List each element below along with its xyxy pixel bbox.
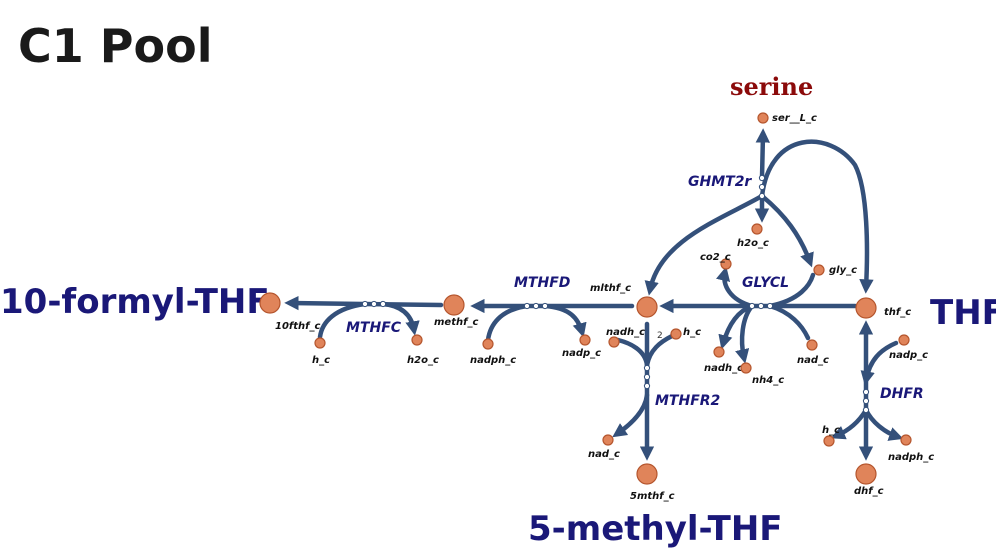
svg-text:nadph_c: nadph_c	[470, 355, 516, 366]
metabolite-thf-c[interactable]: thf_c	[855, 297, 911, 319]
reaction-label-mthfd: MTHFD	[514, 275, 570, 291]
svg-text:nad_c: nad_c	[797, 355, 829, 366]
svg-text:nh4_c: nh4_c	[752, 375, 784, 386]
metabolite-nadph-c-mthfd[interactable]: nadph_c	[470, 338, 516, 366]
svg-text:dhf_c: dhf_c	[854, 486, 884, 497]
svg-text:h_c: h_c	[312, 355, 330, 366]
svg-text:co2_c: co2_c	[700, 252, 731, 263]
stoich-h-c-mthfr2: 2	[657, 331, 663, 341]
svg-text:nadph_c: nadph_c	[888, 452, 934, 463]
metabolite-dhf-c[interactable]: dhf_c	[854, 463, 884, 497]
metabolite-5mthf-c[interactable]: 5mthf_c	[630, 463, 675, 502]
metabolite-nadh-c-glycl[interactable]: nadh_c	[704, 346, 743, 374]
metabolite-ser-l-c[interactable]: ser__L_c	[757, 112, 817, 124]
metabolite-nadp-c-mthfd[interactable]: nadp_c	[562, 334, 601, 359]
reaction-label-mthfc: MTHFC	[346, 320, 402, 336]
svg-text:h2o_c: h2o_c	[407, 355, 439, 366]
svg-text:nadp_c: nadp_c	[889, 350, 928, 361]
metabolite-h-c-mthfr2[interactable]: 2 h_c	[657, 327, 701, 341]
svg-text:h_c: h_c	[822, 425, 840, 436]
metabolite-methf-c[interactable]: methf_c	[434, 294, 478, 328]
svg-text:nadh_c: nadh_c	[606, 327, 645, 338]
metabolite-co2-c[interactable]: co2_c	[700, 252, 732, 270]
svg-text:h_c: h_c	[683, 327, 701, 338]
reaction-label-ghmt2r: GHMT2r	[688, 174, 752, 190]
metabolite-nadh-c-mthfr2[interactable]: nadh_c	[606, 327, 645, 348]
reaction-dhfr[interactable]: DHFR	[830, 320, 924, 461]
metabolite-h2o-c-ghmt2r[interactable]: h2o_c	[737, 223, 769, 249]
metabolite-nad-c-mthfr2[interactable]: nad_c	[588, 434, 620, 460]
svg-text:h2o_c: h2o_c	[737, 238, 769, 249]
reaction-ghmt2r[interactable]: GHMT2r	[644, 128, 874, 296]
thf-label: THF	[930, 293, 996, 333]
svg-text:10fthf_c: 10fthf_c	[275, 321, 321, 332]
metabolite-mlthf-c[interactable]: mlthf_c	[590, 283, 658, 318]
metabolite-h-c-dhfr[interactable]: h_c	[822, 425, 840, 447]
methyl-thf-label: 5-methyl-THF	[528, 509, 783, 549]
svg-text:nadp_c: nadp_c	[562, 348, 601, 359]
reaction-mthfr2[interactable]: MTHFR2	[612, 321, 720, 461]
svg-text:thf_c: thf_c	[884, 307, 911, 318]
svg-text:5mthf_c: 5mthf_c	[630, 491, 675, 502]
reaction-label-mthfr2: MTHFR2	[655, 393, 720, 409]
metabolite-gly-c[interactable]: gly_c	[813, 264, 857, 276]
metabolite-nadp-c-dhfr[interactable]: nadp_c	[889, 334, 928, 361]
serine-label: serine	[730, 72, 813, 101]
svg-text:gly_c: gly_c	[829, 265, 857, 276]
svg-text:nadh_c: nadh_c	[704, 363, 743, 374]
svg-text:ser__L_c: ser__L_c	[772, 113, 817, 124]
metabolite-nadph-c-dhfr[interactable]: nadph_c	[888, 434, 934, 463]
reaction-glycl[interactable]: GLYCL	[659, 266, 858, 364]
reaction-mthfc[interactable]: MTHFC	[284, 295, 444, 340]
reaction-label-dhfr: DHFR	[880, 386, 924, 402]
metabolite-h-c-mthfc[interactable]: h_c	[312, 337, 330, 366]
svg-text:mlthf_c: mlthf_c	[590, 283, 631, 294]
formyl-thf-label: 10-formyl-THF	[0, 282, 270, 322]
svg-text:methf_c: methf_c	[434, 317, 478, 328]
reaction-mthfd[interactable]: MTHFD	[470, 275, 635, 343]
metabolite-10fthf-c[interactable]: 10fthf_c	[259, 292, 321, 332]
metabolite-nh4-c[interactable]: nh4_c	[740, 362, 784, 386]
metabolite-nad-c-glycl[interactable]: nad_c	[797, 339, 829, 366]
reaction-label-glycl: GLYCL	[742, 275, 789, 291]
svg-text:nad_c: nad_c	[588, 449, 620, 460]
page-title: C1 Pool	[18, 19, 212, 73]
metabolite-h2o-c-mthfc[interactable]: h2o_c	[407, 334, 439, 366]
